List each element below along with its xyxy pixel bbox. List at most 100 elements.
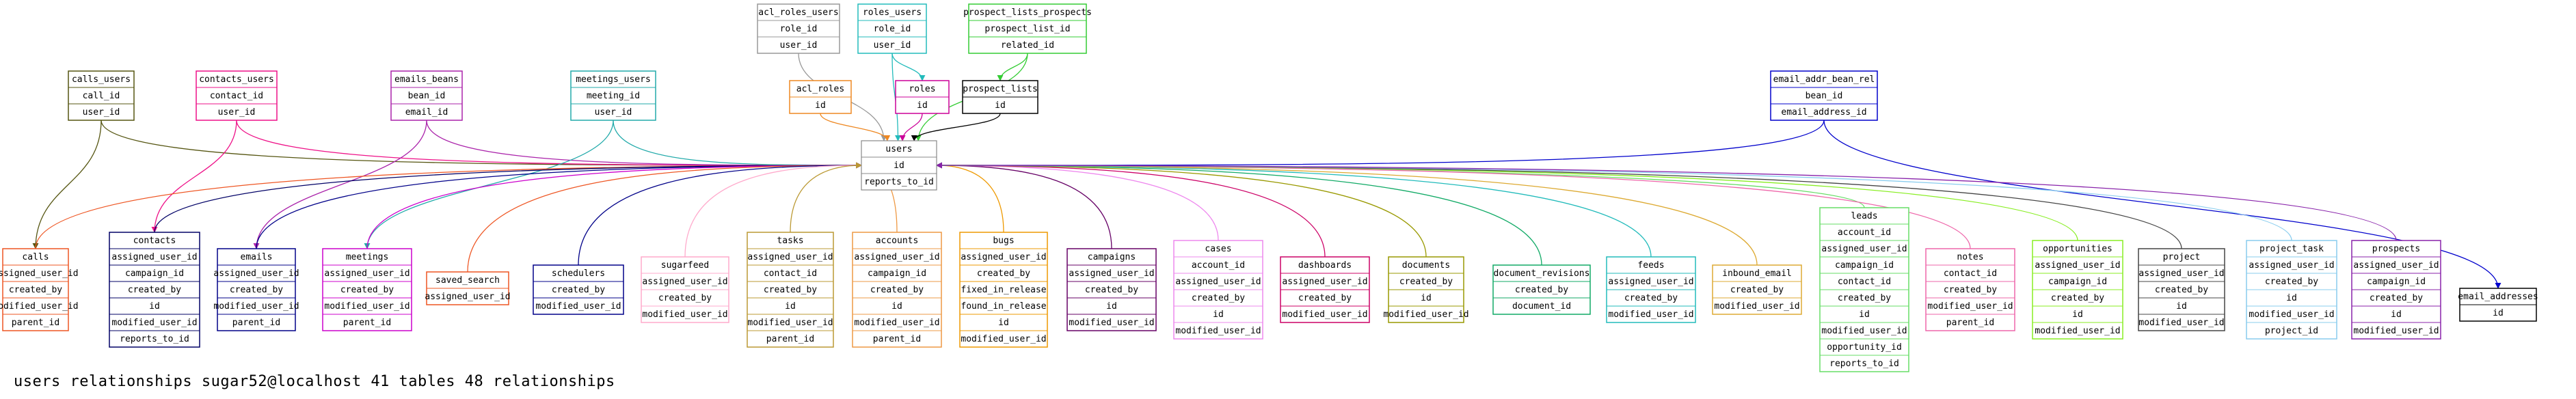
table-accounts[interactable]: accountsassigned_user_idcampaign_idcreat… <box>852 232 942 348</box>
table-box <box>2138 248 2225 331</box>
table-sugarfeed[interactable]: sugarfeedassigned_user_idcreated_bymodif… <box>641 256 729 323</box>
column-modified-user-id: modified_user_id <box>2353 326 2439 336</box>
table-name: saved_search <box>435 275 500 286</box>
column-parent-id: parent_id <box>1946 318 1994 328</box>
table-bugs[interactable]: bugsassigned_user_idcreated_byfixed_in_r… <box>959 232 1048 348</box>
table-name: users <box>885 144 912 154</box>
edge-contacts-users-to-contacts <box>151 120 237 233</box>
column-modified-user-id: modified_user_id <box>1069 318 1154 328</box>
column-modified-user-id: modified_user_id <box>1608 309 1693 320</box>
table-leads[interactable]: leadsaccount_idassigned_user_idcampaign_… <box>1819 207 1909 372</box>
table-box <box>1492 264 1591 315</box>
column-assigned-user-id: assigned_user_id <box>747 252 833 262</box>
column-assigned-user-id: assigned_user_id <box>0 269 79 279</box>
table-tasks[interactable]: tasksassigned_user_idcontact_idcreated_b… <box>747 232 834 348</box>
table-feeds[interactable]: feedsassigned_user_idcreated_bymodified_… <box>1606 256 1696 323</box>
table-cases[interactable]: casesaccount_idassigned_user_idcreated_b… <box>1173 240 1263 340</box>
table-project[interactable]: projectassigned_user_idcreated_byidmodif… <box>2138 248 2225 331</box>
column-created-by: created_by <box>977 269 1030 279</box>
column-email-address-id: email_address_id <box>1781 107 1866 118</box>
column-id: id <box>998 318 1009 328</box>
table-box <box>217 248 296 331</box>
edge-calls-users-to-calls <box>32 120 102 249</box>
table-box <box>1770 70 1878 121</box>
column-created-by: created_by <box>1838 293 1891 303</box>
column-modified-user-id: modified_user_id <box>213 301 299 312</box>
table-dashboards[interactable]: dashboardsassigned_user_idcreated_bymodi… <box>1280 256 1370 323</box>
edge-project-to-users <box>936 162 2182 249</box>
table-meetings[interactable]: meetingsassigned_user_idcreated_bymodifi… <box>322 248 412 331</box>
column-created-by: created_by <box>2265 277 2318 287</box>
table-name: contacts <box>133 236 176 246</box>
table-campaigns[interactable]: campaignsassigned_user_idcreated_byidmod… <box>1066 248 1157 331</box>
column-fixed-in-release: fixed_in_release <box>961 285 1046 295</box>
column-parent-id: parent_id <box>12 318 59 328</box>
table-project-task[interactable]: project_taskassigned_user_idcreated_byid… <box>2246 240 2337 340</box>
column-id: id <box>1213 309 1224 320</box>
table-name: project <box>2163 252 2201 262</box>
table-prospects[interactable]: prospectsassigned_user_idcampaign_idcrea… <box>2351 240 2441 340</box>
table-calls[interactable]: callsassigned_user_idcreated_bymodified_… <box>0 248 79 331</box>
table-prospect-lists-prospects[interactable]: prospect_lists_prospectsprospect_list_id… <box>963 3 1092 54</box>
column-modified-user-id: modified_user_id <box>535 301 621 312</box>
column-created-by: created_by <box>1624 293 1678 303</box>
table-opportunities[interactable]: opportunitiesassigned_user_idcampaign_id… <box>2032 240 2123 340</box>
table-box <box>1066 248 1157 331</box>
edge-acl-roles-to-users <box>820 113 891 141</box>
diagram-caption: users relationships sugar52@localhost 41… <box>14 373 615 390</box>
column-contact-id: contact_id <box>1838 277 1891 287</box>
column-assigned-user-id: assigned_user_id <box>324 269 410 279</box>
column-created-by: created_by <box>128 285 181 295</box>
column-created-by: created_by <box>1730 285 1784 295</box>
column-assigned-user-id: assigned_user_id <box>2035 260 2120 271</box>
edge-schedulers-to-users <box>578 162 862 266</box>
table-box <box>2 248 69 331</box>
table-email-addr-bean-rel[interactable]: email_addr_bean_relbean_idemail_address_… <box>1770 70 1878 121</box>
edge-emails-beans-to-emails <box>253 120 427 249</box>
edge-sugarfeed-to-users <box>684 162 862 258</box>
table-box <box>747 232 834 348</box>
table-box <box>390 70 463 121</box>
column-modified-user-id: modified_user_id <box>2138 318 2224 328</box>
column-id: id <box>2391 309 2402 320</box>
table-name: document_revisions <box>1494 269 1590 279</box>
column-assigned-user-id: assigned_user_id <box>2353 260 2439 271</box>
column-created-by: created_by <box>2051 293 2104 303</box>
column-call-id: call_id <box>83 91 120 101</box>
column-assigned-user-id: assigned_user_id <box>2138 269 2224 279</box>
edge-emails-to-users <box>256 162 862 249</box>
column-bean-id: bean_id <box>408 91 446 101</box>
column-assigned-user-id: assigned_user_id <box>1069 269 1154 279</box>
column-created-by: created_by <box>552 285 605 295</box>
column-user-id: user_id <box>83 107 120 118</box>
column-created-by: created_by <box>230 285 283 295</box>
column-email-id: email_id <box>405 107 448 118</box>
table-box <box>322 248 412 331</box>
column-id: id <box>149 301 160 312</box>
column-created-by: created_by <box>1515 285 1568 295</box>
column-created-by: created_by <box>1298 293 1352 303</box>
column-role-id: role_id <box>780 24 818 34</box>
table-name: email_addresses <box>2458 292 2538 302</box>
table-emails[interactable]: emailsassigned_user_idcreated_bymodified… <box>213 248 299 331</box>
table-box <box>570 70 656 121</box>
table-name: sugarfeed <box>661 260 709 271</box>
table-contacts[interactable]: contactsassigned_user_idcampaign_idcreat… <box>109 232 200 348</box>
table-notes[interactable]: notescontact_idcreated_bymodified_user_i… <box>1925 248 2015 331</box>
